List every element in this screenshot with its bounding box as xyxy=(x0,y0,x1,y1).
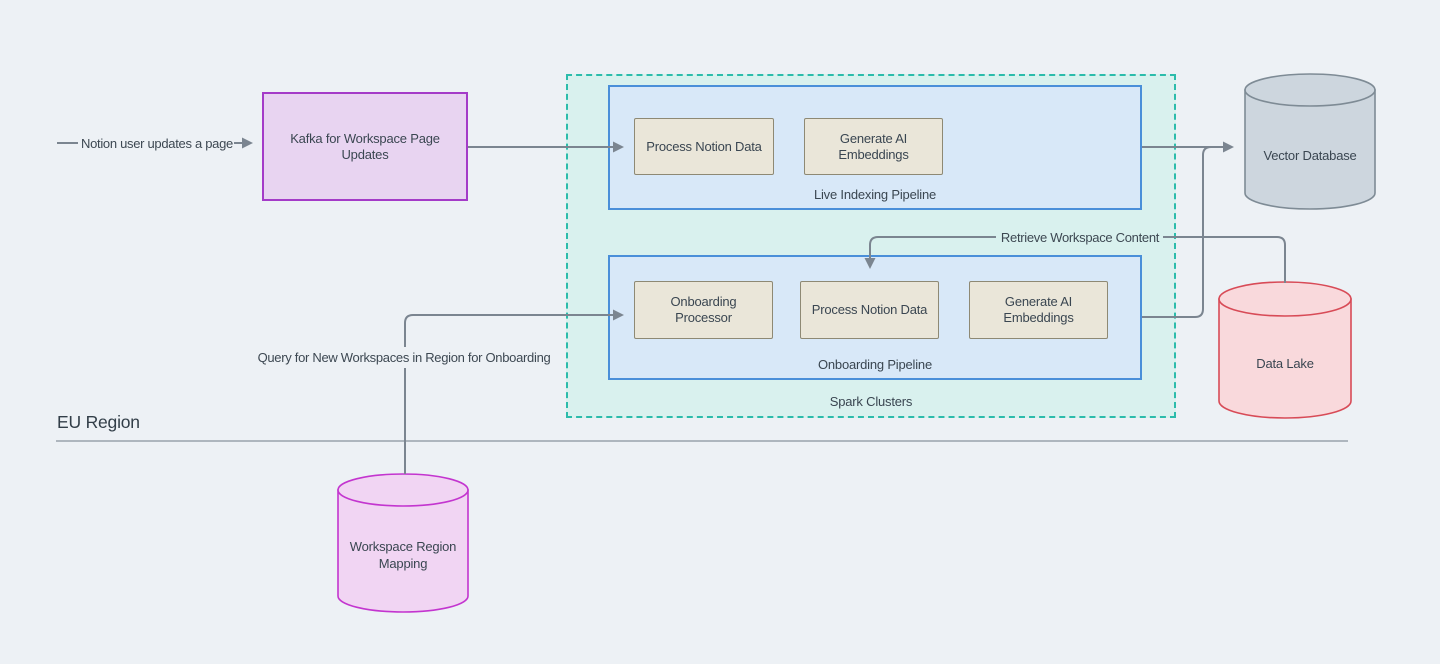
generate-ai-embeddings-node-onboarding: Generate AI Embeddings xyxy=(969,281,1108,339)
process-notion-data-node-live: Process Notion Data xyxy=(634,118,774,175)
vector-database-label: Vector Database xyxy=(1263,147,1357,163)
spark-clusters-label: Spark Clusters xyxy=(829,394,913,409)
generate-ai-embeddings-node-live: Generate AI Embeddings xyxy=(804,118,943,175)
data-lake-label: Data Lake xyxy=(1256,355,1314,371)
onboarding-processor-node: Onboarding Processor xyxy=(634,281,773,339)
retrieve-workspace-content-label: Retrieve Workspace Content xyxy=(1000,230,1160,245)
live-indexing-pipeline-label: Live Indexing Pipeline xyxy=(813,187,937,202)
kafka-node: Kafka for Workspace Page Updates xyxy=(262,92,468,201)
onboarding-pipeline-label: Onboarding Pipeline xyxy=(817,357,932,372)
workspace-region-mapping-label: Workspace Region Mapping xyxy=(349,539,457,571)
edge-retrieve-content-right xyxy=(1163,236,1286,283)
eu-region-label: EU Region xyxy=(57,412,140,432)
process-notion-data-node-onboarding: Process Notion Data xyxy=(800,281,939,339)
notion-user-updates-label: Notion user updates a page xyxy=(81,136,233,151)
query-new-workspaces-label: Query for New Workspaces in Region for O… xyxy=(257,350,551,365)
